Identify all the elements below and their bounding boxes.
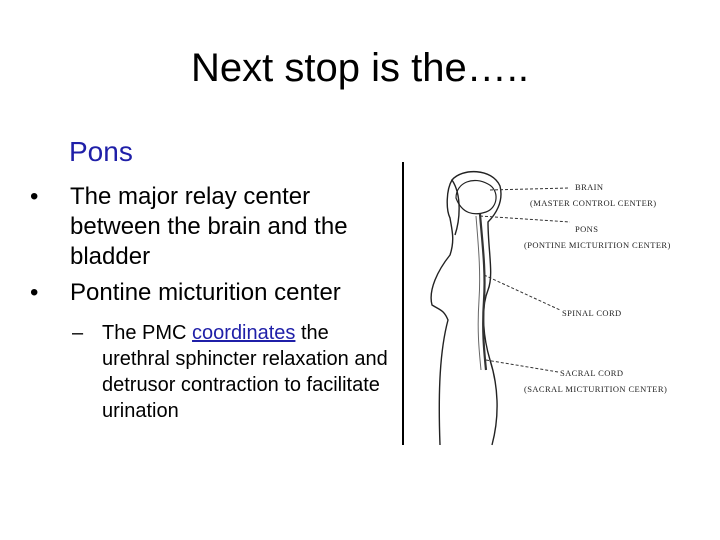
spinal-cord-label: SPINAL CORD	[562, 308, 622, 318]
pons-label: PONS	[575, 224, 598, 234]
bullet-text: Pontine micturition center	[70, 279, 341, 306]
sub-bullet-marker: –	[72, 322, 84, 344]
slide-body: • The major relay center between the bra…	[30, 182, 390, 424]
coordinates-link[interactable]: coordinates	[192, 322, 296, 344]
slide-subtitle: Pons	[69, 136, 133, 167]
brain-shape	[455, 179, 497, 215]
sacral-cord-note: (SACRAL MICTURITION CENTER)	[524, 384, 667, 394]
sub-bullet-item: – The PMC coordinates the urethral sphin…	[30, 320, 390, 424]
pons-leader	[479, 215, 571, 223]
bullet-item: • The major relay center between the bra…	[30, 182, 390, 272]
spinal-leader	[483, 274, 561, 311]
sacral-cord-label: SACRAL CORD	[560, 368, 623, 378]
front-outline	[430, 179, 454, 446]
pons-note: (PONTINE MICTURITION CENTER)	[524, 240, 671, 250]
body-outline	[451, 170, 502, 446]
spinal-cord	[478, 213, 488, 371]
spinal-cord-inner	[475, 215, 482, 371]
bullet-marker: •	[30, 183, 39, 210]
bullet-marker: •	[30, 279, 39, 306]
brain-label: BRAIN	[575, 182, 603, 192]
sub-bullet-prefix: The PMC	[102, 322, 193, 344]
bullet-text: The major relay center between the brain…	[70, 183, 348, 270]
slide-title: Next stop is the…..	[191, 46, 529, 90]
bullet-item: • Pontine micturition center	[30, 278, 390, 308]
sacral-leader	[485, 359, 559, 373]
brain-note: (MASTER CONTROL CENTER)	[530, 198, 656, 208]
sub-bullet-suffix: the urethral sphincter relaxation and de…	[102, 322, 388, 422]
brain-leader	[489, 187, 571, 191]
anatomy-figure: BRAIN (MASTER CONTROL CENTER) PONS (PONT…	[402, 162, 671, 446]
